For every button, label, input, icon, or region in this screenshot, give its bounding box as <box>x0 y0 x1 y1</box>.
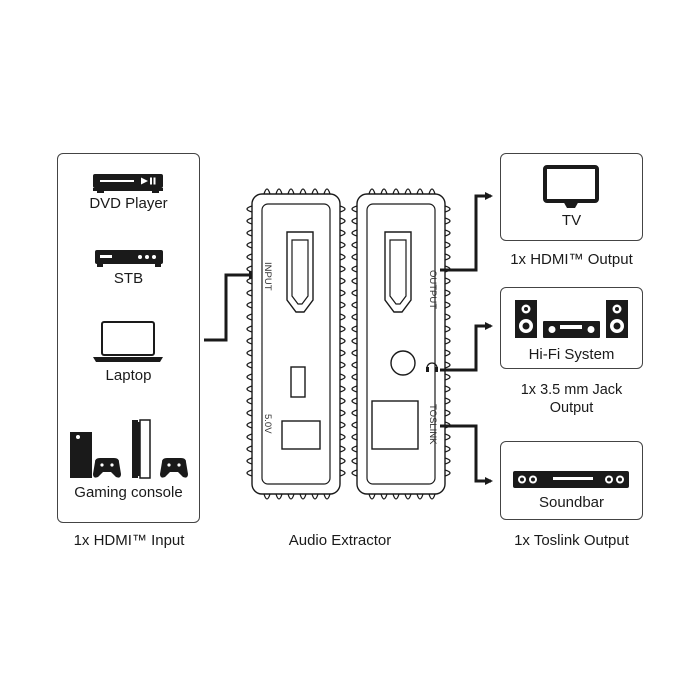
extractor-caption: Audio Extractor <box>288 532 392 549</box>
power-port <box>281 420 321 450</box>
output-arrow-jack <box>440 322 493 372</box>
gamepad-icon <box>93 458 188 478</box>
extractor-input-side <box>246 188 346 500</box>
output-caption-jack: 1x 3.5 mm Jack Output <box>520 382 623 416</box>
port-label-toslink: TOSLINK <box>427 404 438 445</box>
game-console-icon <box>70 419 151 479</box>
tv-icon <box>543 165 599 208</box>
hdmi-port-icon <box>384 231 412 313</box>
input-arrow <box>204 271 257 342</box>
dvd-player-icon <box>93 174 163 193</box>
output-device-tv: TV <box>561 212 582 229</box>
usb-port-icon <box>290 366 306 398</box>
headphone-icon <box>426 362 438 372</box>
output-arrow-hdmi <box>440 192 493 272</box>
output-device-soundbar: Soundbar <box>538 494 605 511</box>
laptop-icon <box>93 321 163 362</box>
stb-icon <box>95 250 163 267</box>
device-label-laptop: Laptop <box>105 367 152 384</box>
hdmi-port-icon <box>286 231 314 313</box>
amplifier-icon <box>543 321 600 338</box>
device-label-stb: STB <box>113 270 144 287</box>
speaker-icon <box>606 300 628 338</box>
speaker-icon <box>515 300 537 338</box>
extractor-output-side <box>351 188 451 500</box>
soundbar-icon <box>513 471 629 488</box>
toslink-port-icon <box>371 400 419 450</box>
output-arrow-toslink <box>440 424 493 485</box>
port-label-input: INPUT <box>262 262 273 291</box>
output-caption-hdmi: 1x HDMI™ Output <box>510 251 633 268</box>
port-label-output: OUTPUT <box>427 270 438 309</box>
device-label-gaming-console: Gaming console <box>74 484 183 501</box>
audio-jack-icon <box>390 350 416 376</box>
port-label-power: 5.0V <box>262 414 273 434</box>
device-label-dvd-player: DVD Player <box>89 195 168 212</box>
output-caption-toslink: 1x Toslink Output <box>514 532 629 549</box>
output-device-hifi: Hi-Fi System <box>528 346 615 363</box>
input-caption: 1x HDMI™ Input <box>73 532 185 549</box>
